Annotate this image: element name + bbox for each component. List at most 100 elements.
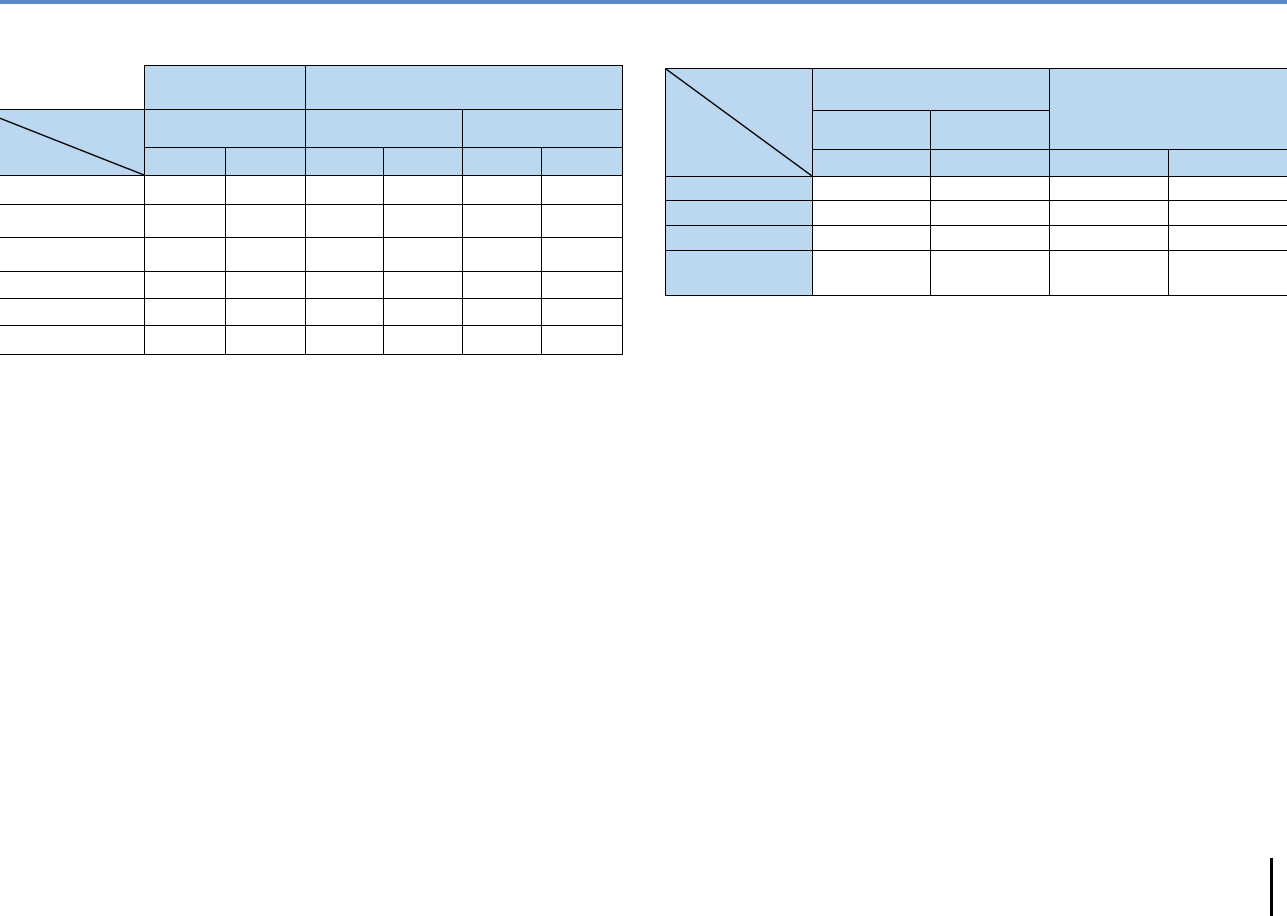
table-cell	[541, 298, 623, 326]
table-cell	[305, 271, 384, 299]
header-subgroup-cell	[305, 109, 463, 148]
table-cell	[462, 204, 542, 238]
table-cell	[144, 204, 226, 238]
table-cell	[812, 176, 931, 201]
table-cell	[225, 204, 306, 238]
table-cell	[462, 237, 542, 272]
row-stub-cell	[0, 271, 145, 299]
header-subgroup-cell	[144, 109, 306, 148]
column-header-cell	[812, 149, 931, 177]
table-cell	[930, 200, 1050, 226]
header-subgroup-cell	[812, 110, 931, 150]
table-cell	[462, 271, 542, 299]
header-group-cell	[1049, 68, 1287, 150]
table-header-row	[0, 109, 623, 176]
table-cell	[383, 298, 463, 326]
header-rule	[0, 0, 1287, 4]
table-cell	[144, 298, 226, 326]
header-group-cell	[812, 68, 1050, 111]
header-group-cell	[144, 65, 306, 110]
row-stub-cell	[0, 325, 145, 355]
table-row	[0, 298, 623, 326]
row-stub-cell	[665, 200, 813, 226]
row-stub-cell	[0, 175, 145, 205]
table-cell	[541, 271, 623, 299]
table-cell	[305, 325, 384, 355]
header-subgroup-cell	[462, 109, 623, 148]
column-header-cell	[1049, 149, 1169, 177]
table-cell	[225, 271, 306, 299]
column-header-cell	[930, 149, 1050, 177]
table-cell	[1049, 200, 1169, 226]
table-cell	[305, 298, 384, 326]
table-cell	[383, 175, 463, 205]
column-header-cell	[1168, 149, 1287, 177]
row-stub-cell	[0, 298, 145, 326]
table-cell	[383, 204, 463, 238]
table-cell	[383, 325, 463, 355]
table-header-row	[666, 110, 1287, 150]
table-row	[0, 237, 623, 272]
table-cell	[812, 200, 931, 226]
row-stub-cell	[665, 225, 813, 251]
table-cell	[305, 175, 384, 205]
column-header-cell	[305, 147, 384, 176]
table-row	[0, 271, 623, 299]
table-cell	[541, 204, 623, 238]
table-cell	[1168, 250, 1287, 296]
diagonal-divider-icon	[0, 110, 144, 175]
table-cell	[305, 237, 384, 272]
table-cell	[541, 175, 623, 205]
table-cell	[930, 225, 1050, 251]
table-cell	[144, 237, 226, 272]
table-cell	[1168, 200, 1287, 226]
column-header-cell	[462, 147, 542, 176]
table-cell	[541, 237, 623, 272]
row-stub-cell	[0, 204, 145, 238]
table-cell	[462, 325, 542, 355]
diagonal-divider-icon	[666, 69, 812, 176]
row-stub-cell	[665, 250, 813, 296]
page-edge-mark	[1270, 858, 1273, 916]
table-row	[0, 204, 623, 238]
table-cell	[541, 325, 623, 355]
table-row	[665, 200, 1287, 226]
column-header-cell	[225, 147, 306, 176]
table-cell	[930, 250, 1050, 296]
table-row	[0, 325, 623, 355]
column-header-cell	[383, 147, 463, 176]
table-cell	[462, 298, 542, 326]
row-stub-cell	[0, 237, 145, 272]
header-subgroup-cell	[930, 110, 1050, 150]
table-corner-cell	[665, 68, 813, 177]
table-header-row	[665, 68, 1287, 177]
table-cell	[305, 204, 384, 238]
table-cell	[1168, 176, 1287, 201]
table-cell	[225, 325, 306, 355]
table-cell	[144, 175, 226, 205]
row-stub-cell	[665, 176, 813, 201]
corner-spacer-cell	[0, 66, 145, 110]
table-cell	[462, 175, 542, 205]
table-header-row	[0, 65, 623, 110]
table-row	[665, 225, 1287, 251]
table-cell	[144, 325, 226, 355]
left-data-table	[0, 65, 623, 355]
table-cell	[225, 237, 306, 272]
table-row	[665, 250, 1287, 296]
table-cell	[144, 271, 226, 299]
column-header-cell	[144, 147, 226, 176]
table-cell	[225, 298, 306, 326]
table-row	[665, 176, 1287, 201]
table-cell	[383, 271, 463, 299]
table-cell	[1168, 225, 1287, 251]
right-data-table	[665, 68, 1287, 296]
table-cell	[383, 237, 463, 272]
table-cell	[1049, 225, 1169, 251]
table-cell	[225, 175, 306, 205]
table-cell	[812, 250, 931, 296]
header-group-cell	[305, 65, 623, 110]
table-cell	[1049, 250, 1169, 296]
table-cell	[1049, 176, 1169, 201]
table-corner-cell	[0, 109, 145, 176]
